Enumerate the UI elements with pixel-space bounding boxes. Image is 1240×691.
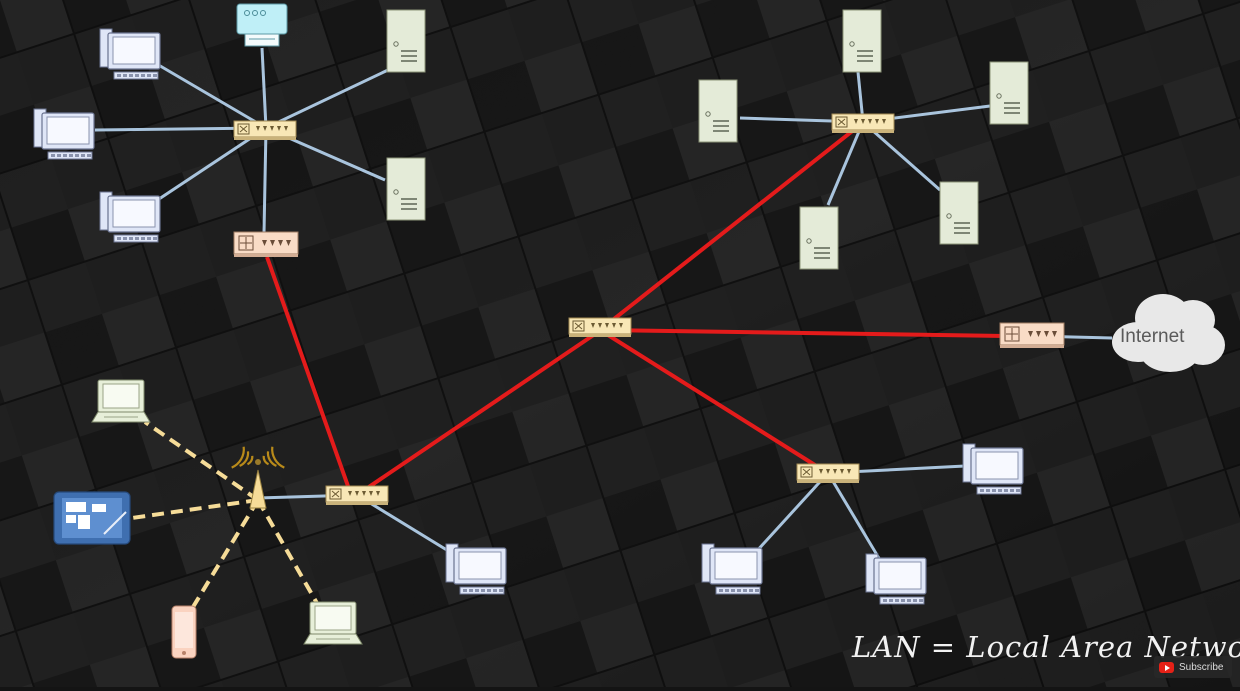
desktop-icon bbox=[99, 191, 161, 243]
link bbox=[826, 472, 882, 561]
cloud-label: Internet bbox=[1120, 326, 1185, 347]
laptop-icon bbox=[303, 601, 363, 645]
internet-cloud: Internet bbox=[1112, 294, 1225, 372]
link bbox=[753, 471, 830, 555]
laptop-icon bbox=[91, 379, 151, 423]
desktop-icon bbox=[99, 28, 161, 80]
link bbox=[265, 256, 351, 490]
link bbox=[826, 121, 865, 206]
desktop-icon bbox=[445, 543, 507, 595]
link bbox=[598, 123, 862, 332]
link bbox=[598, 328, 828, 474]
router-icon bbox=[233, 231, 299, 257]
switch-icon bbox=[568, 317, 632, 337]
phone-icon bbox=[171, 605, 197, 659]
link bbox=[149, 58, 267, 130]
server-icon bbox=[939, 181, 979, 245]
server-icon bbox=[386, 9, 426, 73]
switch-icon bbox=[796, 463, 860, 483]
tablet-icon bbox=[53, 491, 131, 545]
desktop-icon bbox=[701, 543, 763, 595]
server-icon bbox=[386, 157, 426, 221]
desktop-icon bbox=[962, 443, 1024, 495]
link bbox=[599, 328, 1006, 338]
router-icon bbox=[999, 322, 1065, 348]
link bbox=[143, 420, 260, 502]
cloud-icon bbox=[1112, 294, 1225, 372]
server-icon bbox=[842, 9, 882, 73]
link bbox=[862, 120, 941, 192]
backbone-links bbox=[265, 123, 1006, 497]
link bbox=[188, 498, 260, 614]
link bbox=[131, 498, 259, 520]
server-icon bbox=[989, 61, 1029, 125]
link bbox=[262, 127, 268, 234]
switch-icon bbox=[233, 120, 297, 140]
devices bbox=[33, 3, 1065, 659]
server-icon bbox=[799, 206, 839, 270]
switch-icon bbox=[325, 485, 389, 505]
link bbox=[265, 68, 389, 130]
desktop-icon bbox=[865, 553, 927, 605]
subscribe-label: Subscribe bbox=[1179, 661, 1224, 673]
server-icon bbox=[698, 79, 738, 143]
wireless-links bbox=[131, 420, 320, 614]
switch-icon bbox=[831, 113, 895, 133]
printer-icon bbox=[236, 3, 288, 47]
youtube-icon bbox=[1159, 661, 1174, 673]
desktop-icon bbox=[33, 108, 95, 160]
link bbox=[355, 330, 600, 497]
wireless-tower-icon bbox=[231, 446, 285, 509]
link bbox=[149, 126, 267, 207]
link bbox=[260, 47, 268, 129]
subscribe-button[interactable]: Subscribe bbox=[1154, 656, 1232, 678]
link bbox=[256, 499, 320, 606]
